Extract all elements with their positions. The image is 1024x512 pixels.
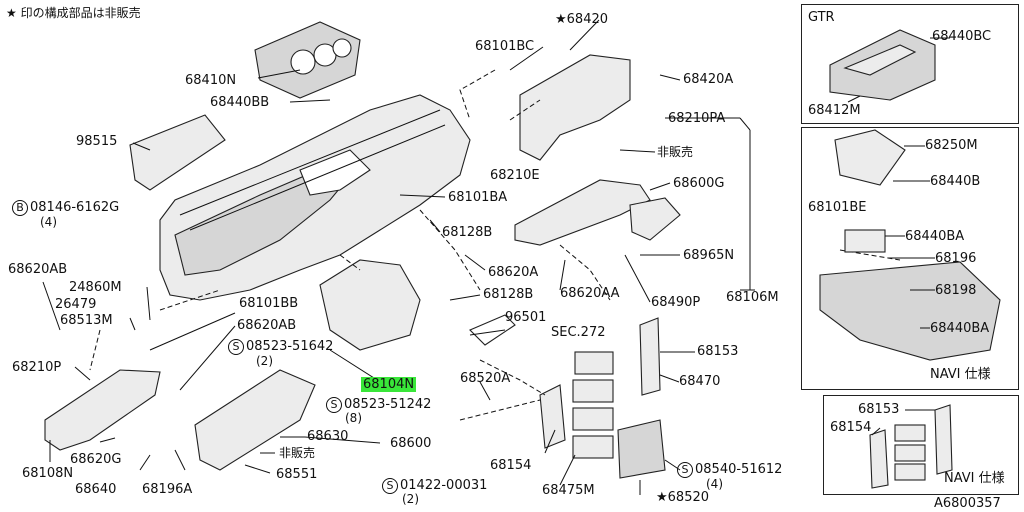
callout-26479[interactable]: 26479 — [55, 297, 97, 312]
not-for-sale-label-2: 非販売 — [279, 446, 316, 460]
callout-68440BA-b[interactable]: 68440BA — [930, 321, 990, 336]
callout-68440BA-a[interactable]: 68440BA — [905, 229, 965, 244]
navi-inset-artwork — [819, 129, 1001, 361]
bolt-b-icon: B — [12, 200, 28, 216]
callout-sec-272[interactable]: SEC.272 — [551, 325, 606, 340]
instrument-panel-body — [159, 94, 471, 301]
callout-68475M[interactable]: 68475M — [542, 483, 595, 498]
navi2-inset-artwork — [869, 404, 953, 489]
callout-68101BE[interactable]: 68101BE — [808, 200, 867, 215]
navi2-inset-caption: NAVI 仕様 — [944, 471, 1005, 486]
callout-68128B-a[interactable]: 68128B — [442, 225, 493, 240]
callout-68101BA[interactable]: 68101BA — [448, 190, 508, 205]
callout-68640[interactable]: 68640 — [75, 482, 117, 497]
gtr-inset-title: GTR — [808, 10, 835, 25]
inset-navi2-frame — [823, 395, 1019, 495]
qty-2-a: (2) — [256, 354, 273, 368]
callout-68153-b[interactable]: 68153 — [858, 402, 900, 417]
callout-98515[interactable]: 98515 — [76, 134, 118, 149]
part-68108N-shape — [44, 369, 161, 451]
part-96501-shape — [469, 314, 516, 346]
assembly-dashed-lines — [89, 69, 901, 421]
callout-68520[interactable]: ★68520 — [656, 490, 710, 505]
star-icon: ★ — [555, 12, 567, 27]
inset-navi-frame — [801, 127, 1019, 390]
part-68600-shape — [194, 369, 316, 471]
part-68600G-shape — [629, 197, 681, 241]
callout-68520A[interactable]: 68520A — [460, 371, 511, 386]
callout-68470[interactable]: 68470 — [679, 374, 721, 389]
callout-68128B-b[interactable]: 68128B — [483, 287, 534, 302]
callout-68420A[interactable]: 68420A — [683, 72, 734, 87]
callout-68154-b[interactable]: 68154 — [830, 420, 872, 435]
callout-68106M[interactable]: 68106M — [726, 290, 779, 305]
callout-68620AB-b[interactable]: 68620AB — [237, 318, 297, 333]
part-68410N-shape — [254, 21, 361, 99]
callout-68600G[interactable]: 68600G — [673, 176, 725, 191]
callout-68104N-highlighted[interactable]: 68104N — [361, 377, 417, 392]
callout-68250M[interactable]: 68250M — [925, 138, 978, 153]
callout-68965N[interactable]: 68965N — [683, 248, 735, 263]
callout-68620G[interactable]: 68620G — [70, 452, 122, 467]
callout-68620AA[interactable]: 68620AA — [560, 286, 620, 301]
callout-68600[interactable]: 68600 — [390, 436, 432, 451]
callout-68620AB-a[interactable]: 68620AB — [8, 262, 68, 277]
part-68210PA-shape — [514, 179, 651, 246]
gtr-inset-artwork — [829, 29, 950, 103]
callout-68210P[interactable]: 68210P — [12, 360, 62, 375]
callout-68440BC[interactable]: 68440BC — [932, 29, 992, 44]
inset-gtr-frame — [801, 4, 1019, 124]
callout-68551[interactable]: 68551 — [276, 467, 318, 482]
callout-68154-a[interactable]: 68154 — [490, 458, 532, 473]
callout-68410N[interactable]: 68410N — [185, 73, 237, 88]
bolt-s-icon: S — [677, 462, 693, 478]
star-icon: ★ — [656, 490, 668, 505]
bolt-s-icon: S — [326, 397, 342, 413]
qty-4-a: (4) — [40, 215, 57, 229]
callout-68198[interactable]: 68198 — [935, 283, 977, 298]
navi-inset-caption: NAVI 仕様 — [930, 367, 991, 382]
callout-68513M[interactable]: 68513M — [60, 313, 113, 328]
callout-68101BC[interactable]: 68101BC — [475, 39, 535, 54]
callout-68196[interactable]: 68196 — [935, 251, 977, 266]
bolt-s-icon: S — [228, 339, 244, 355]
part-98515-shape — [129, 114, 226, 191]
callout-68490P[interactable]: 68490P — [651, 295, 701, 310]
callout-68196A[interactable]: 68196A — [142, 482, 193, 497]
callout-68210PA[interactable]: 68210PA — [668, 111, 726, 126]
part-68420-shape — [519, 54, 631, 161]
qty-2-b: (2) — [402, 492, 419, 506]
callout-68420[interactable]: ★68420 — [555, 12, 609, 27]
callout-68630[interactable]: 68630 — [307, 429, 349, 444]
diagram-id: A6800357 — [934, 496, 1001, 511]
callout-68101BB[interactable]: 68101BB — [239, 296, 299, 311]
qty-4-b: (4) — [706, 477, 723, 491]
qty-8: (8) — [345, 411, 362, 425]
part-68104N-shape — [319, 259, 421, 351]
callout-68412M[interactable]: 68412M — [808, 103, 861, 118]
callout-68440BB[interactable]: 68440BB — [210, 95, 270, 110]
callout-68153-a[interactable]: 68153 — [697, 344, 739, 359]
callout-68620A[interactable]: 68620A — [488, 265, 539, 280]
callout-68440B[interactable]: 68440B — [930, 174, 981, 189]
header-note: ★ 印の構成部品は非販売 — [6, 6, 141, 20]
console-stack-shapes — [539, 317, 666, 479]
bolt-s-icon: S — [382, 478, 398, 494]
callout-24860M[interactable]: 24860M — [69, 280, 122, 295]
callout-68108N[interactable]: 68108N — [22, 466, 74, 481]
not-for-sale-label-1: 非販売 — [657, 145, 694, 159]
callout-96501[interactable]: 96501 — [505, 310, 547, 325]
callout-68210E[interactable]: 68210E — [490, 168, 540, 183]
